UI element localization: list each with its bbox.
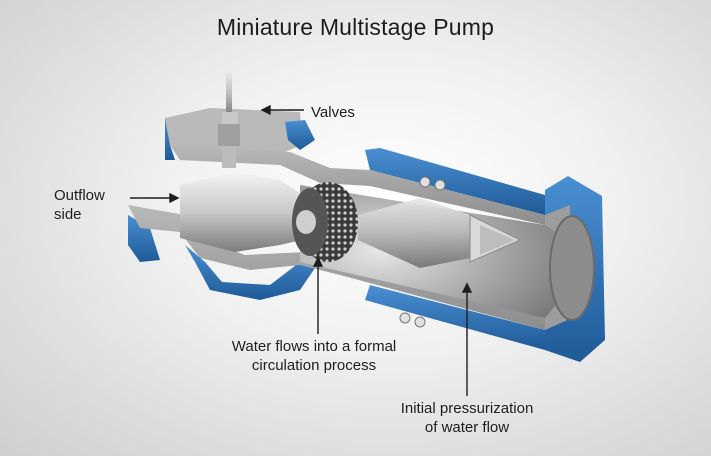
impeller bbox=[469, 214, 522, 263]
outflow-label-line2: side bbox=[54, 206, 82, 223]
pressure-label-line2: of water flow bbox=[424, 419, 510, 436]
pressurization-label: Initial pressurization of water flow bbox=[370, 399, 564, 437]
pressure-label-line1: Initial pressurization bbox=[400, 400, 534, 417]
water-label-line2: circulation process bbox=[251, 357, 377, 374]
perforated-screen bbox=[292, 182, 358, 262]
outlet-opening bbox=[549, 215, 595, 321]
bolts bbox=[399, 176, 446, 328]
callout-arrows bbox=[130, 104, 473, 396]
outflow-label-line1: Outflow bbox=[54, 187, 105, 204]
valve-assembly bbox=[218, 72, 240, 168]
water-flow-label: Water flows into a formal circulation pr… bbox=[198, 337, 430, 375]
valves-label: Valves bbox=[311, 104, 355, 121]
nozzle-cone bbox=[180, 172, 310, 252]
outflow-side-label: Outflow side bbox=[54, 186, 105, 224]
venturi-section bbox=[358, 198, 470, 268]
diagram-title: Miniature Multistage Pump bbox=[216, 14, 495, 40]
water-label-line1: Water flows into a formal bbox=[231, 338, 397, 355]
